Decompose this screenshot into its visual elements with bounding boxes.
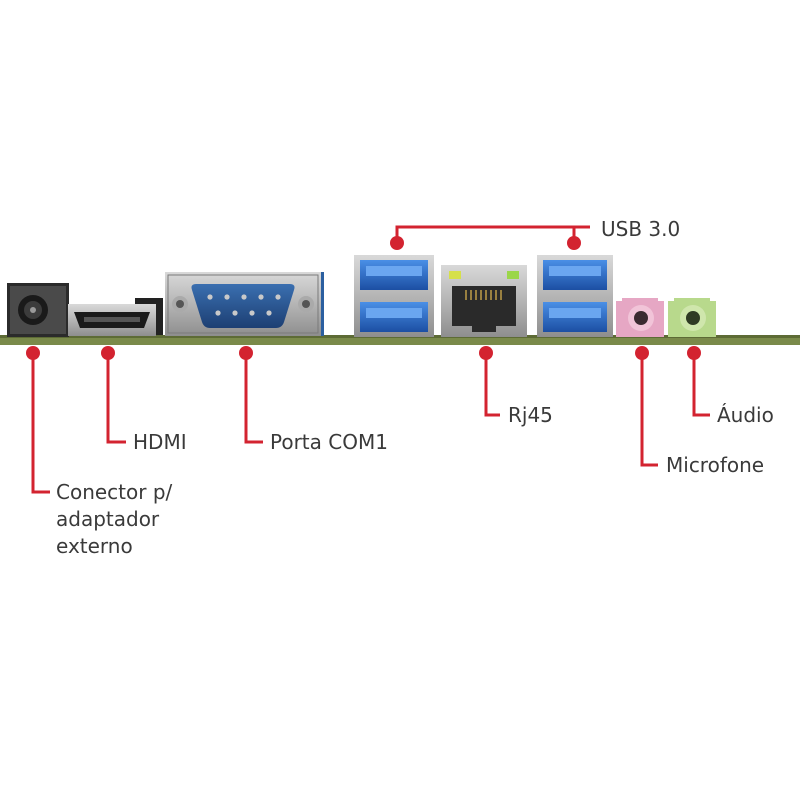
hdmi-port-icon xyxy=(68,298,163,336)
db9-serial-port-icon xyxy=(165,272,324,336)
label-hdmi: HDMI xyxy=(133,430,187,454)
callout-rj45 xyxy=(479,346,500,417)
label-conector: Conector p/ adaptador externo xyxy=(56,480,173,558)
audio-jack-icon xyxy=(668,298,716,337)
callout-com1 xyxy=(239,346,263,444)
label-usb: USB 3.0 xyxy=(601,217,681,241)
dc-power-jack-icon xyxy=(7,283,69,337)
usb-port-icon xyxy=(354,255,434,337)
board-edge xyxy=(0,337,800,345)
callout-hdmi xyxy=(101,346,126,444)
label-audio: Áudio xyxy=(717,403,774,427)
label-rj45: Rj45 xyxy=(508,403,553,427)
audio-jack-icon xyxy=(616,298,664,337)
callout-microfone xyxy=(635,346,658,467)
callout-usb xyxy=(390,225,590,250)
callout-conector xyxy=(26,346,50,494)
label-com1: Porta COM1 xyxy=(270,430,388,454)
callout-audio xyxy=(687,346,710,417)
usb-port-icon xyxy=(537,255,613,337)
ethernet-port-icon xyxy=(441,265,527,337)
label-microfone: Microfone xyxy=(666,453,765,477)
